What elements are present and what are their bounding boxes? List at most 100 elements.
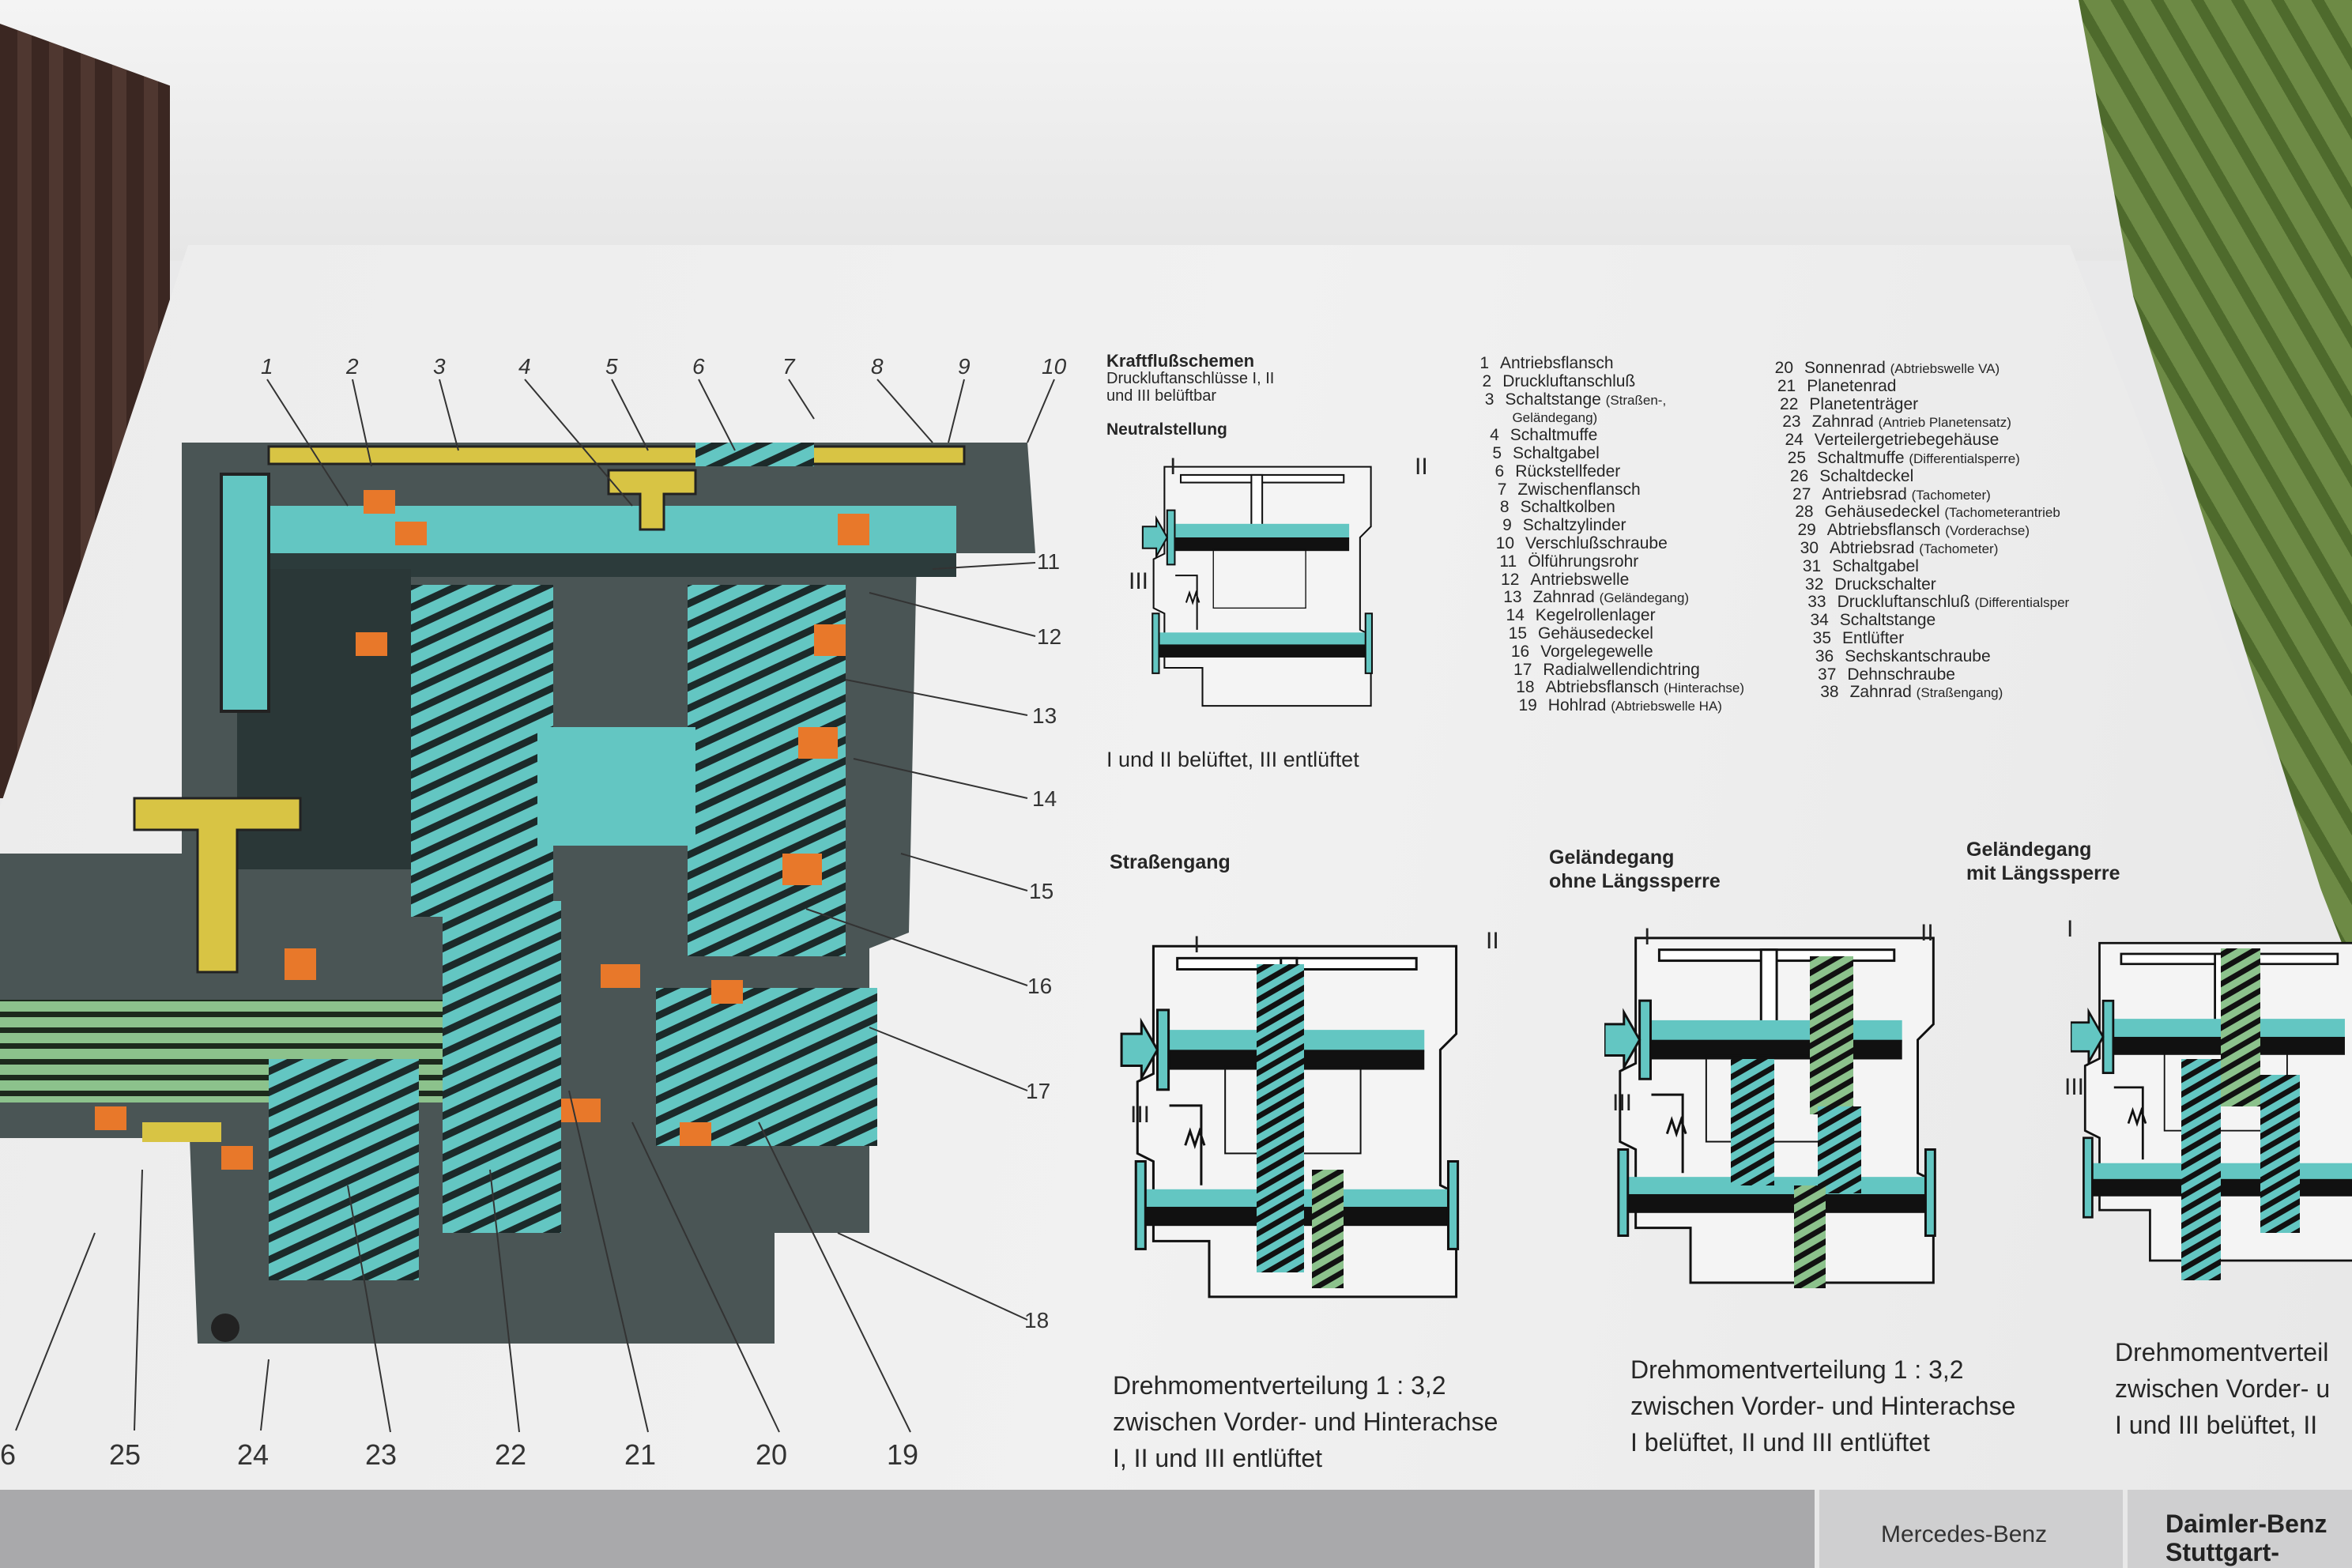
mode-title-offroad: Geländegang ohne Längssperre [1549,846,1721,893]
legend-item-number: 5 [1492,443,1502,462]
legend-item-number: 11 [1499,552,1517,571]
mode-title-line: mit Längssperre [1966,862,2120,884]
mode-title-line: Geländegang [1966,839,2092,861]
legend-item-number: 18 [1516,678,1535,697]
legend-item-label: Sechskantschraube [1845,646,1991,665]
schemes-subtitle-line: und III belüftbar [1106,387,1216,405]
legend-item-label: Schaltstange [1505,390,1601,409]
legend-item-note: (Tachometer) [1911,487,1991,503]
legend-item-label: Zahnrad [1849,683,1912,702]
offroad-lock-schematic: I III [2064,916,2352,1280]
port-label-1: I [2067,916,2073,942]
legend-item-number: 2 [1482,371,1492,390]
legend-item-number: 29 [1797,521,1816,540]
mode-title-line: Straßengang [1110,851,1231,873]
callout-number: 6 [0,1438,17,1471]
company-line: Stuttgart- [2165,1538,2279,1566]
legend-item-label: Antriebsflansch [1500,354,1614,372]
output-shaft-rear [656,988,877,1146]
legend-item-label: Druckschalter [1834,575,1936,594]
legend-item-number: 20 [1774,359,1793,377]
port-label-3: III [1129,568,1148,594]
legend-item-number: 36 [1815,646,1834,665]
company-line: Daimler-Benz [2165,1510,2328,1538]
legend-item-note: (Differentialsperre) [1909,450,2020,466]
legend-item-note: Geländegang) [1512,410,1598,426]
mode-caption-road: Drehmomentverteilung 1 : 3,2 zwischen Vo… [1113,1367,1498,1476]
callout-number: 25 [109,1438,141,1471]
legend-item-number: 6 [1494,462,1505,481]
legend-item-note: (Tachometer) [1919,541,1999,556]
callout-number: 2 [346,354,359,379]
port-label-2: II [1415,454,1428,480]
shift-fork [607,469,697,531]
legend-item-label: Verschlußschraube [1525,533,1668,552]
legend-item-number: 33 [1807,593,1826,612]
footer-company: Daimler-Benz Stuttgart- [2165,1510,2328,1566]
caption-line: Drehmomentverteil [2115,1338,2329,1366]
legend-item: 36 Sechskantschraube [1766,646,2069,666]
lower-gear [269,1059,419,1280]
callout-number: 3 [433,354,446,379]
callout-number: 23 [365,1438,398,1471]
port-label-3: III [2064,1074,2084,1100]
callout-number: 8 [871,354,884,379]
callout-number: 21 [624,1438,657,1471]
legend-item-label: Abtriebsflansch [1545,678,1660,697]
caption-line: Drehmomentverteilung 1 : 3,2 [1113,1371,1446,1400]
port-label-2: II [1486,928,1499,954]
legend-item-number: 19 [1518,696,1537,715]
legend-item-number: 15 [1508,624,1527,643]
legend-item-label: Vorgelegewelle [1540,642,1653,661]
drain-plug [211,1314,239,1342]
legend-item-label: Antriebsrad [1822,484,1907,503]
legend-item-number: 1 [1479,354,1489,372]
legend-item: 19 Hohlrad (Abtriebswelle HA) [1462,697,1744,715]
legend-item: 25 Schaltmuffe (Differentialsperre) [1766,450,2069,468]
gearbox-cutaway [0,443,1035,1344]
legend-item-number: 16 [1510,642,1530,661]
legend-item-label: Schaltmuffe [1510,426,1598,445]
legend-item-label: Abtriebsflansch [1826,521,1941,540]
legend-item-note: (Abtriebswelle HA) [1611,699,1722,714]
leader-lines [15,379,1055,1433]
legend-item-number: 30 [1800,538,1819,557]
callout-number: 7 [782,354,795,379]
legend-item-number: 31 [1802,556,1822,575]
callout-number: 24 [237,1438,270,1471]
legend-item-number: 14 [1506,606,1525,625]
legend-item: 1 Antriebsflansch [1462,355,1744,373]
caption-line: I, II und III entlüftet [1113,1444,1323,1472]
callout-number: 12 [1037,624,1062,649]
callout-number: 15 [1029,879,1054,903]
mode-title-line: ohne Längssperre [1549,870,1721,892]
legend-item-number: 13 [1503,588,1522,607]
callout-number: 1 [261,354,273,379]
shift-rod [267,445,966,466]
callout-number: 4 [518,354,531,379]
caption-line: zwischen Vorder- und Hinterachse [1630,1392,2016,1420]
legend-item-number: 8 [1499,498,1510,517]
background-wall [0,0,2352,261]
legend-item-number: 26 [1789,466,1809,485]
legend-item-number: 25 [1787,448,1806,467]
port-label-3: III [1130,1102,1150,1128]
legend-item-label: Schaltstange [1839,611,1936,630]
legend-item-label: Schaltmuffe [1817,448,1905,467]
legend-item-number: 28 [1795,503,1814,522]
legend-item-note: (Tachometerantrieb [1944,505,2060,521]
legend-item-label: Hohlrad [1547,696,1607,715]
legend-item-number: 3 [1484,390,1494,409]
